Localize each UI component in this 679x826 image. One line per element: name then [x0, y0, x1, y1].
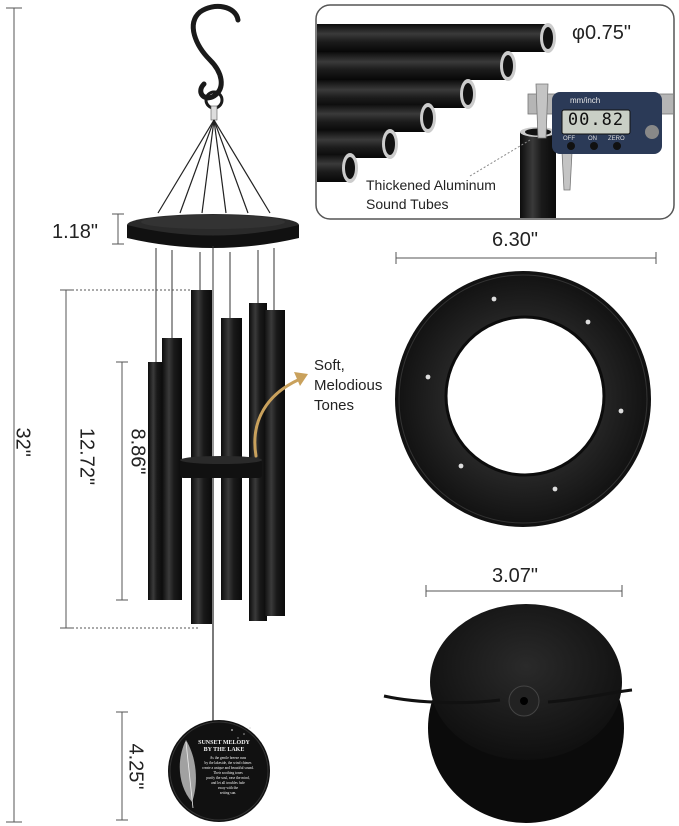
striker [180, 456, 262, 722]
caliper-reading: 00.82 [567, 110, 625, 130]
tube-detail-inset [315, 4, 675, 220]
hook [190, 3, 241, 121]
striker-diameter-label: 3.07" [492, 565, 539, 587]
canopy-diameter-dimension [395, 252, 657, 264]
plaque [168, 720, 270, 822]
plaque-poem: As the gentle breeze runs by the lakesid… [196, 756, 260, 796]
overall-height-dimension [6, 7, 22, 823]
caliper-unit-label: mm/inch [570, 96, 601, 105]
plaque-title: SUNSET MELODY BY THE LAKE [194, 740, 254, 754]
tube-1 [148, 362, 163, 600]
plaque-dimension [116, 711, 128, 821]
plaque-poem-line: away with the [217, 786, 239, 790]
tube-strings [155, 246, 275, 460]
canopy [127, 214, 299, 248]
canopy-dimension [112, 213, 124, 245]
tubes-callout-line-2: Sound Tubes [366, 196, 449, 212]
caliper-icon [527, 83, 673, 191]
longest-tube-label: 12.72" [75, 427, 98, 486]
plaque-poem-line: by the lakeside, the wind chimes [204, 761, 252, 765]
plaque-poem-line: and let all troubles fade [211, 781, 245, 785]
plaque-poem-line: purify the soul, ease the mind, [206, 776, 250, 780]
tones-callout-line-2: Melodious [314, 377, 383, 394]
hanging-cords [157, 119, 271, 214]
canopy-top-view [395, 271, 651, 527]
striker-top-view [383, 604, 633, 823]
canopy-thickness-label: 1.18" [52, 221, 99, 243]
plaque-poem-line: setting sun. [219, 791, 237, 795]
caliper-on-label: ON [588, 136, 597, 142]
overall-height-label: 32" [11, 427, 34, 457]
tube-dimensions [60, 289, 200, 629]
tones-callout-line-3: Tones [314, 397, 355, 414]
plaque-title-line-2: BY THE LAKE [203, 747, 245, 753]
tubes-callout-line-1: Thickened Aluminum [366, 177, 496, 193]
tones-callout: Soft, Melodious Tones [314, 356, 382, 416]
arrow-icon [253, 372, 308, 458]
plaque-poem-line: Their soothing tones [213, 771, 243, 775]
shortest-tube-label: 8.86" [126, 428, 149, 475]
tube-6 [264, 310, 285, 616]
striker-diameter-dimension [425, 585, 623, 597]
tube-diameter-label: φ0.75" [572, 22, 631, 44]
caliper-off-label: OFF [563, 136, 575, 142]
plaque-height-label: 4.25" [124, 743, 147, 790]
canopy-diameter-label: 6.30" [492, 229, 539, 251]
plaque-poem-line: create a unique and beautiful sound. [202, 766, 254, 770]
plaque-title-line-1: SUNSET MELODY [198, 740, 250, 746]
feather-icon [179, 740, 196, 809]
plaque-poem-line: As the gentle breeze runs [209, 756, 247, 760]
tube-2 [162, 338, 182, 600]
tones-callout-line-1: Soft, [314, 357, 345, 374]
tubes-callout: Thickened Aluminum Sound Tubes [366, 176, 496, 214]
caliper-zero-label: ZERO [608, 136, 625, 142]
